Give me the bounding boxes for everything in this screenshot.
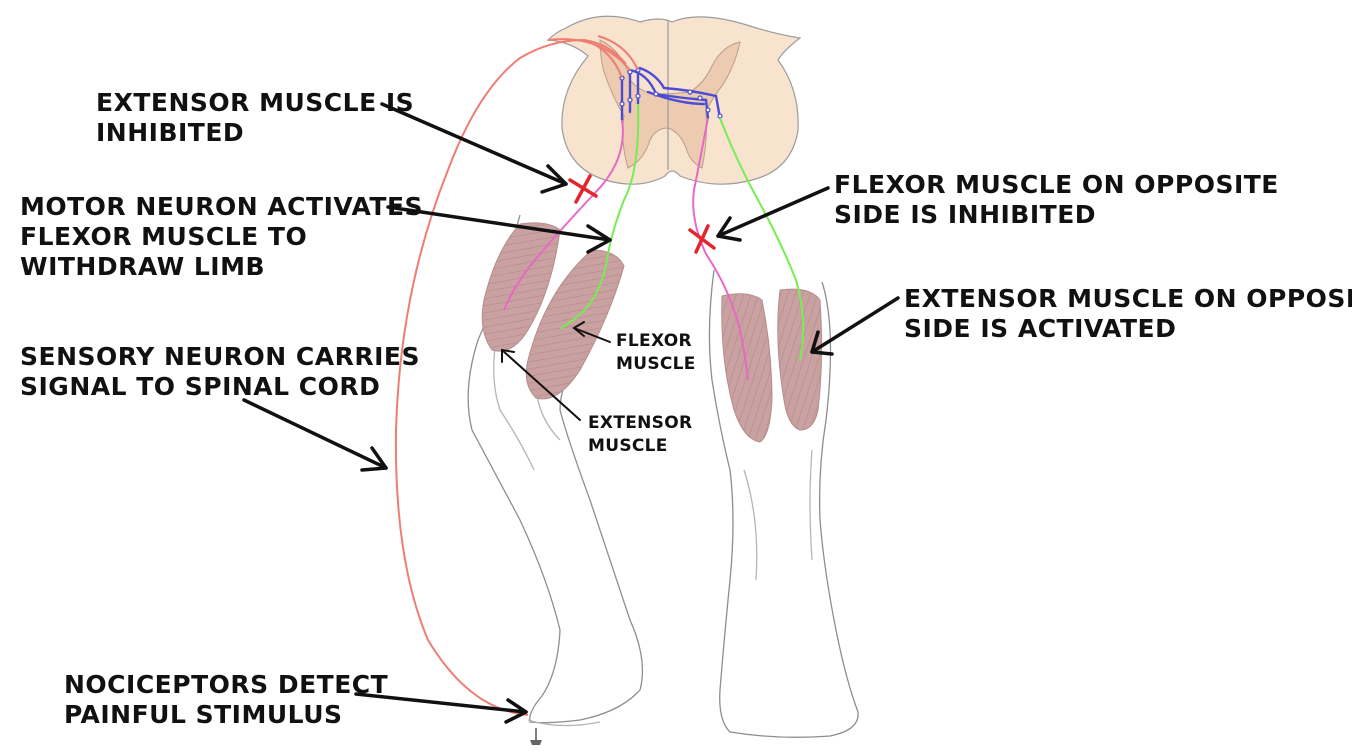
motor-neuron-activated-right xyxy=(719,117,805,361)
arrow-flexor-muscle xyxy=(572,321,611,343)
arrow-sensory-neuron xyxy=(242,398,388,472)
label-nociceptors: NOCICEPTORS DETECT PAINFUL STIMULUS xyxy=(64,670,389,729)
motor-neuron-activated-left xyxy=(559,103,640,329)
motor-neuron-inhibited-left xyxy=(503,119,624,311)
motor-neuron-inhibited-right xyxy=(692,117,749,381)
label-sensory-neuron: SENSORY NEURON CARRIES SIGNAL TO SPINAL … xyxy=(20,342,420,401)
label-flexor-opposite-inhibited: FLEXOR MUSCLE ON OPPOSITE SIDE IS INHIBI… xyxy=(834,170,1279,229)
label-extensor-muscle: EXTENSOR MUSCLE xyxy=(588,413,693,456)
sensory-neuron-fiber xyxy=(394,38,627,716)
arrow-motor-neuron xyxy=(386,205,612,254)
label-flexor-muscle: FLEXOR MUSCLE xyxy=(616,331,696,374)
arrow-extensor-opposite xyxy=(810,296,900,356)
right-leg xyxy=(708,269,859,738)
label-motor-neuron: MOTOR NEURON ACTIVATES FLEXOR MUSCLE TO … xyxy=(20,192,424,281)
label-extensor-inhibited: EXTENSOR MUSCLE IS INHIBITED xyxy=(96,88,415,147)
arrow-extensor-inhibited xyxy=(380,102,568,194)
inhibition-x-icon xyxy=(688,224,716,254)
inhibition-x-icon xyxy=(568,174,598,204)
label-extensor-opposite-activated: EXTENSOR MUSCLE ON OPPOSITE SIDE IS ACTI… xyxy=(904,284,1352,343)
left-leg xyxy=(467,214,644,727)
tack-stimulus-icon xyxy=(530,728,542,745)
synapse-dots xyxy=(619,67,723,119)
annotation-arrows xyxy=(242,102,900,724)
arrow-extensor-muscle xyxy=(501,348,581,421)
small-arrows xyxy=(501,321,611,421)
sensory-neuron-branches xyxy=(547,35,639,79)
arrow-nociceptors xyxy=(354,692,528,724)
arrow-flexor-opposite xyxy=(716,186,830,242)
